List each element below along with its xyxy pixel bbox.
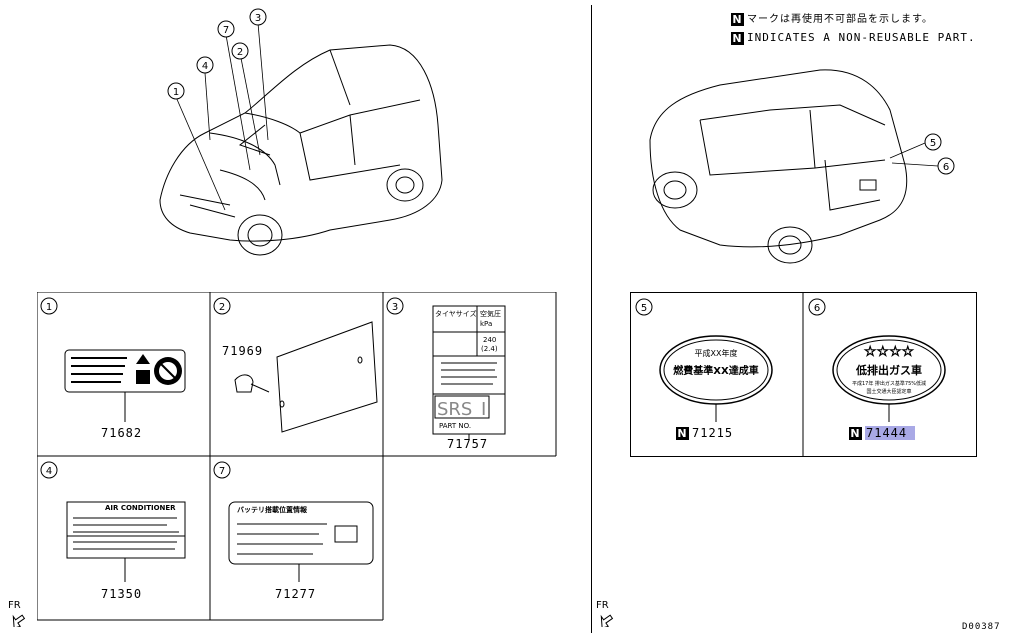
box5-callout: 5	[641, 303, 647, 314]
part-number-71277[interactable]: 71277	[275, 587, 317, 601]
part-number-71757[interactable]: 71757	[447, 437, 489, 451]
tire-header-c: kPa	[480, 320, 492, 328]
part-number-71444[interactable]: 71444	[865, 426, 916, 440]
box6-callout: 6	[814, 303, 820, 314]
srs-num: I	[481, 399, 486, 420]
label-71757	[432, 305, 506, 439]
tire-header-a: タイヤサイズ	[435, 309, 477, 318]
gas-sub: 平成17年 排出ガス基準75%低減	[852, 380, 926, 387]
left-parts-grid: 1 2 3 4 7	[37, 292, 557, 621]
non-reusable-badge: N	[849, 427, 862, 440]
box7-callout: 7	[219, 466, 225, 477]
part-number-71350[interactable]: 71350	[101, 587, 143, 601]
gas-sub2: 国土交通大臣認定車	[866, 388, 911, 395]
tire-header-b: 空気圧	[480, 309, 501, 318]
tire-value-b: (2.4)	[481, 345, 498, 353]
non-reusable-badge: N	[731, 31, 744, 45]
callout-4: 4	[202, 61, 208, 72]
label-71969-plate	[234, 321, 378, 433]
front-arrow-icon	[12, 614, 26, 629]
gas-title: 低排出ガス車	[855, 363, 922, 377]
callout-1: 1	[173, 87, 179, 98]
part-number-71215[interactable]: 71215	[692, 426, 734, 440]
callout-6: 6	[943, 162, 949, 173]
srs-text: SRS	[437, 399, 472, 420]
drawing-number: D00387	[962, 622, 1001, 632]
ac-title: AIR CONDITIONER	[105, 504, 176, 512]
center-divider	[591, 5, 592, 633]
label-71277	[228, 501, 374, 582]
front-indicator-left: FR	[8, 600, 26, 630]
tire-value: 240	[483, 336, 496, 344]
front-indicator-right: FR	[596, 600, 614, 630]
emission-top: 平成XX年度	[695, 348, 738, 358]
box3-callout: 3	[392, 302, 398, 313]
callout-5: 5	[930, 138, 936, 149]
callout-3: 3	[255, 13, 261, 24]
part-number-71682[interactable]: 71682	[101, 426, 143, 440]
right-parts-grid: 5 6 平成XX年度 燃費基準XX達成車 ☆☆☆☆ 低排出ガス車 平成17年 排…	[630, 292, 977, 457]
label-71350	[66, 501, 186, 582]
label-71682	[64, 349, 186, 422]
part-number-71969[interactable]: 71969	[222, 344, 264, 358]
emission-mid: 燃費基準XX達成車	[673, 364, 758, 377]
box4-callout: 4	[46, 466, 52, 477]
battery-title: バッテリ搭載位置情報	[237, 505, 308, 514]
gas-stars: ☆☆☆☆	[864, 344, 914, 360]
callout-2: 2	[237, 47, 243, 58]
box1-callout: 1	[46, 302, 52, 313]
non-reusable-badge: N	[731, 12, 744, 26]
car-rear-view: 5 6	[649, 69, 955, 264]
non-reusable-badge: N	[676, 427, 689, 440]
car-front-view: 1 4 7 2 3	[159, 8, 443, 256]
tire-partno: PART NO.	[439, 422, 471, 430]
box2-callout: 2	[219, 302, 225, 313]
front-arrow-icon	[600, 614, 614, 629]
callout-7: 7	[223, 25, 229, 36]
